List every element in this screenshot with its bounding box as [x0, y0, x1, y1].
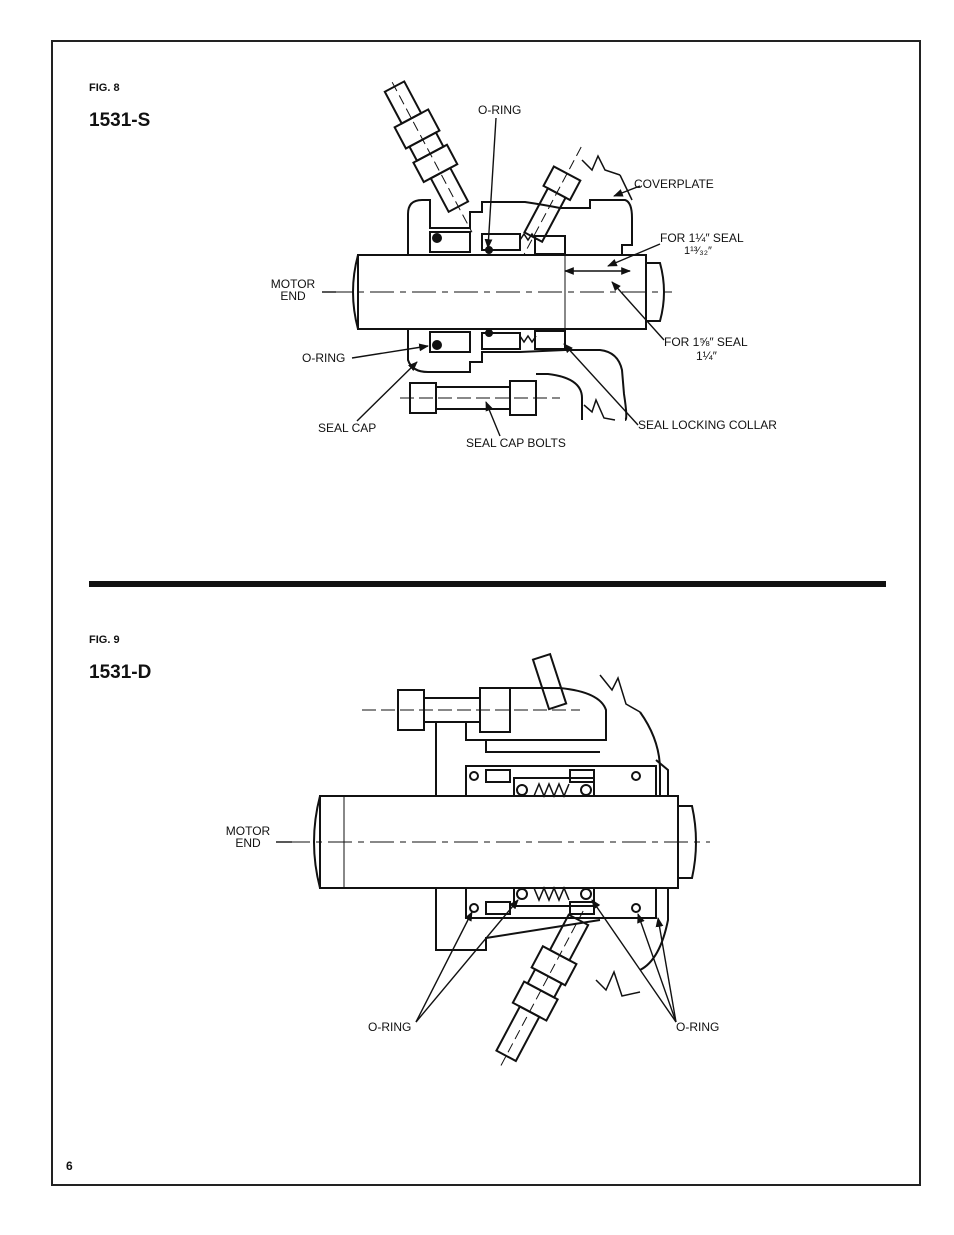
fig8-large-seal-label: FOR 1⅝″ SEAL [664, 335, 748, 349]
fig9-o-ring-right-label: O-RING [676, 1020, 720, 1034]
fig9-motor-end-label: MOTOR [225, 824, 271, 838]
fig8-label: FIG. 8 [89, 82, 120, 94]
fig9-model-title: 1531-D [89, 662, 152, 683]
page-border [51, 40, 921, 1186]
fig8-coverplate-label: COVERPLATE [634, 177, 714, 191]
page-number: 6 [66, 1159, 73, 1173]
fig9-o-ring-left-label: O-RING [368, 1020, 412, 1034]
fig8-o-ring-top-label: O-RING [478, 103, 522, 117]
fig8-inclined-fitting [383, 80, 473, 233]
fig8-shaft [328, 254, 672, 330]
fig8-large-seal-dimension: 1¼″ [696, 349, 717, 363]
fig9-lower-seal [435, 886, 669, 997]
fig9-label: FIG. 9 [89, 634, 120, 646]
fig8-small-seal-dimension: 1¹³⁄₃₂″ [684, 245, 712, 257]
fig8-small-seal-label: FOR 1¼″ SEAL [660, 231, 744, 245]
fig8-seal-cap-label: SEAL CAP [318, 421, 377, 435]
section-divider [89, 581, 886, 587]
fig9-leaders [276, 841, 677, 1023]
fig9-upper-seal [435, 721, 669, 798]
fig9-inclined-fitting [495, 910, 590, 1071]
fig8-o-ring-left-label: O-RING [302, 351, 346, 365]
fig8-seal-cap-bolts-label: SEAL CAP BOLTS [466, 436, 566, 450]
fig8-upper-housing [407, 146, 633, 255]
fig9-top-bolt [362, 652, 661, 796]
fig8-model-title: 1531-S [89, 110, 151, 131]
fig8-motor-end-label: MOTOR [270, 277, 316, 291]
fig8-seal-locking-collar-label: SEAL LOCKING COLLAR [638, 418, 777, 432]
fig9-drawing [286, 652, 710, 1071]
fig8-motor-end-label-2: END [280, 289, 306, 303]
fig8-drawing [328, 80, 672, 421]
fig9-shaft [286, 795, 710, 889]
fig9-motor-end-label-2: END [235, 836, 261, 850]
fig8-leaders [322, 117, 665, 437]
